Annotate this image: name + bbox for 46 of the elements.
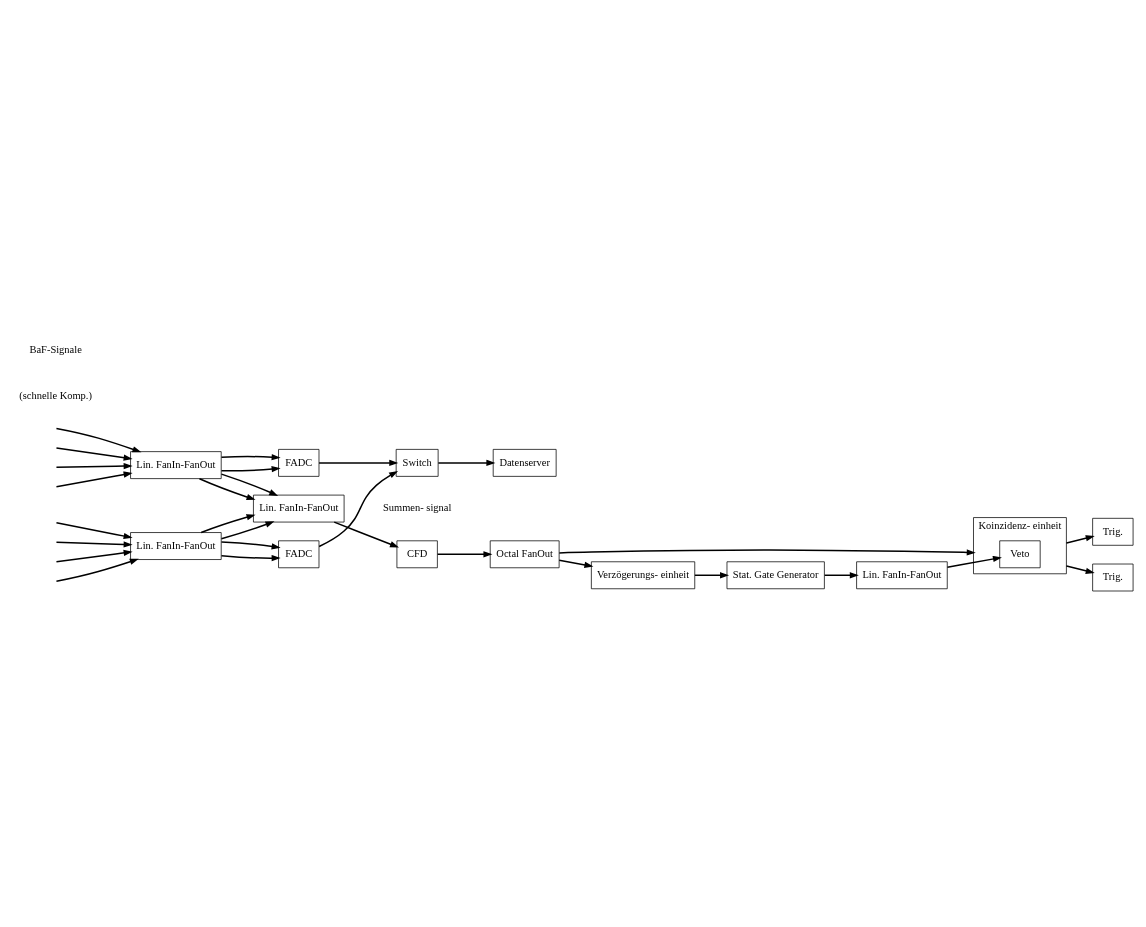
arrow (220, 520, 275, 539)
node-box: Lin. FanIn-FanOut (130, 450, 222, 479)
arrow (318, 470, 399, 547)
node-box: Stat. Gate Generator (726, 560, 825, 589)
arrow (946, 555, 1002, 568)
node-box: Datenserver (492, 448, 557, 477)
arrow (55, 521, 133, 539)
arrow (558, 559, 594, 568)
node-box: Lin. FanIn-FanOut (856, 560, 948, 589)
arrow (823, 571, 859, 578)
arrow (1065, 564, 1095, 574)
arrow (55, 462, 133, 469)
node-box: Lin. FanIn-FanOut (130, 531, 222, 560)
arrow (55, 446, 133, 461)
arrow (436, 550, 493, 557)
arrow (220, 453, 281, 460)
node-box: Verzögerungs- einheit (591, 560, 696, 589)
node-box: Lin. FanIn-FanOut (253, 494, 345, 522)
label: BaF-Signale (29, 343, 82, 355)
node-box: Veto (999, 539, 1041, 568)
arrow (694, 571, 730, 578)
arrow (198, 477, 256, 500)
node-box: Switch (395, 448, 439, 477)
label: (schnelle Komp.) (19, 389, 92, 401)
node-box: Trig. (1092, 517, 1134, 546)
arrow (55, 558, 139, 582)
arrow (220, 540, 281, 549)
arrow (437, 459, 496, 466)
arrow (220, 472, 279, 496)
arrow (55, 427, 142, 452)
arrow (55, 549, 133, 562)
arrow (220, 465, 281, 472)
arrow (55, 540, 133, 548)
node-box: FADC (278, 539, 320, 568)
node-box: FADC (278, 448, 320, 477)
arrow (1065, 534, 1095, 544)
arrow (333, 520, 399, 547)
node-box: Octal FanOut (489, 539, 560, 568)
node-box: Trig. (1092, 563, 1134, 591)
arrow (558, 548, 976, 556)
node-label: Summen- signal (382, 501, 452, 513)
node-box: CFD (396, 539, 438, 568)
arrow (55, 470, 133, 488)
arrow (220, 554, 281, 561)
arrow (318, 459, 399, 466)
arrow (200, 513, 256, 533)
